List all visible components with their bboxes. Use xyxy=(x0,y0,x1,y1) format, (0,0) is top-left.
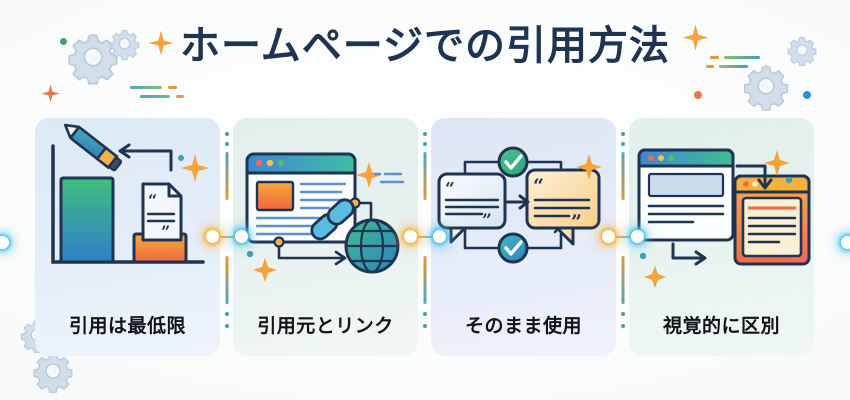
page-title: ホームページでの引用方法 xyxy=(180,23,670,69)
sparkle-icon xyxy=(41,84,60,103)
panel-4-label: 視覚的に区別 xyxy=(662,315,780,337)
svg-text:”: ” xyxy=(161,222,170,241)
decor-dash xyxy=(140,95,170,98)
panel-2-illustration xyxy=(233,118,418,288)
panel-quote-minimal[interactable]: “ ” 引用 xyxy=(35,118,220,356)
panel-3-illustration: “ ” “ ” xyxy=(431,118,616,288)
decor-dot xyxy=(803,91,811,99)
svg-text:”: ” xyxy=(482,211,492,231)
decor-dash xyxy=(176,95,184,98)
panel-source-and-link[interactable]: 引用元とリンク xyxy=(233,118,418,356)
svg-text:“: “ xyxy=(533,175,544,197)
panel-visual-distinction[interactable]: 視覚的に区別 xyxy=(629,118,814,356)
panel-row: “ ” 引用 xyxy=(35,118,815,356)
svg-text:“: “ xyxy=(148,191,157,210)
decor-dot xyxy=(694,91,702,99)
panel-4-illustration xyxy=(629,118,814,288)
panel-3-label: そのまま使用 xyxy=(464,315,582,337)
panel-use-as-is[interactable]: “ ” “ ” xyxy=(431,118,616,356)
panel-1-illustration: “ ” xyxy=(35,118,220,288)
page-title-container: ホームページでの引用方法 xyxy=(0,24,850,68)
panel-2-label: 引用元とリンク xyxy=(257,315,394,337)
decor-dash xyxy=(168,86,177,89)
panel-1-label: 引用は最低限 xyxy=(68,315,186,337)
svg-text:“: “ xyxy=(445,179,455,199)
edge-node-left xyxy=(0,236,9,249)
svg-text:”: ” xyxy=(571,211,582,233)
edge-node-right xyxy=(841,236,850,249)
decor-dash xyxy=(130,86,162,89)
